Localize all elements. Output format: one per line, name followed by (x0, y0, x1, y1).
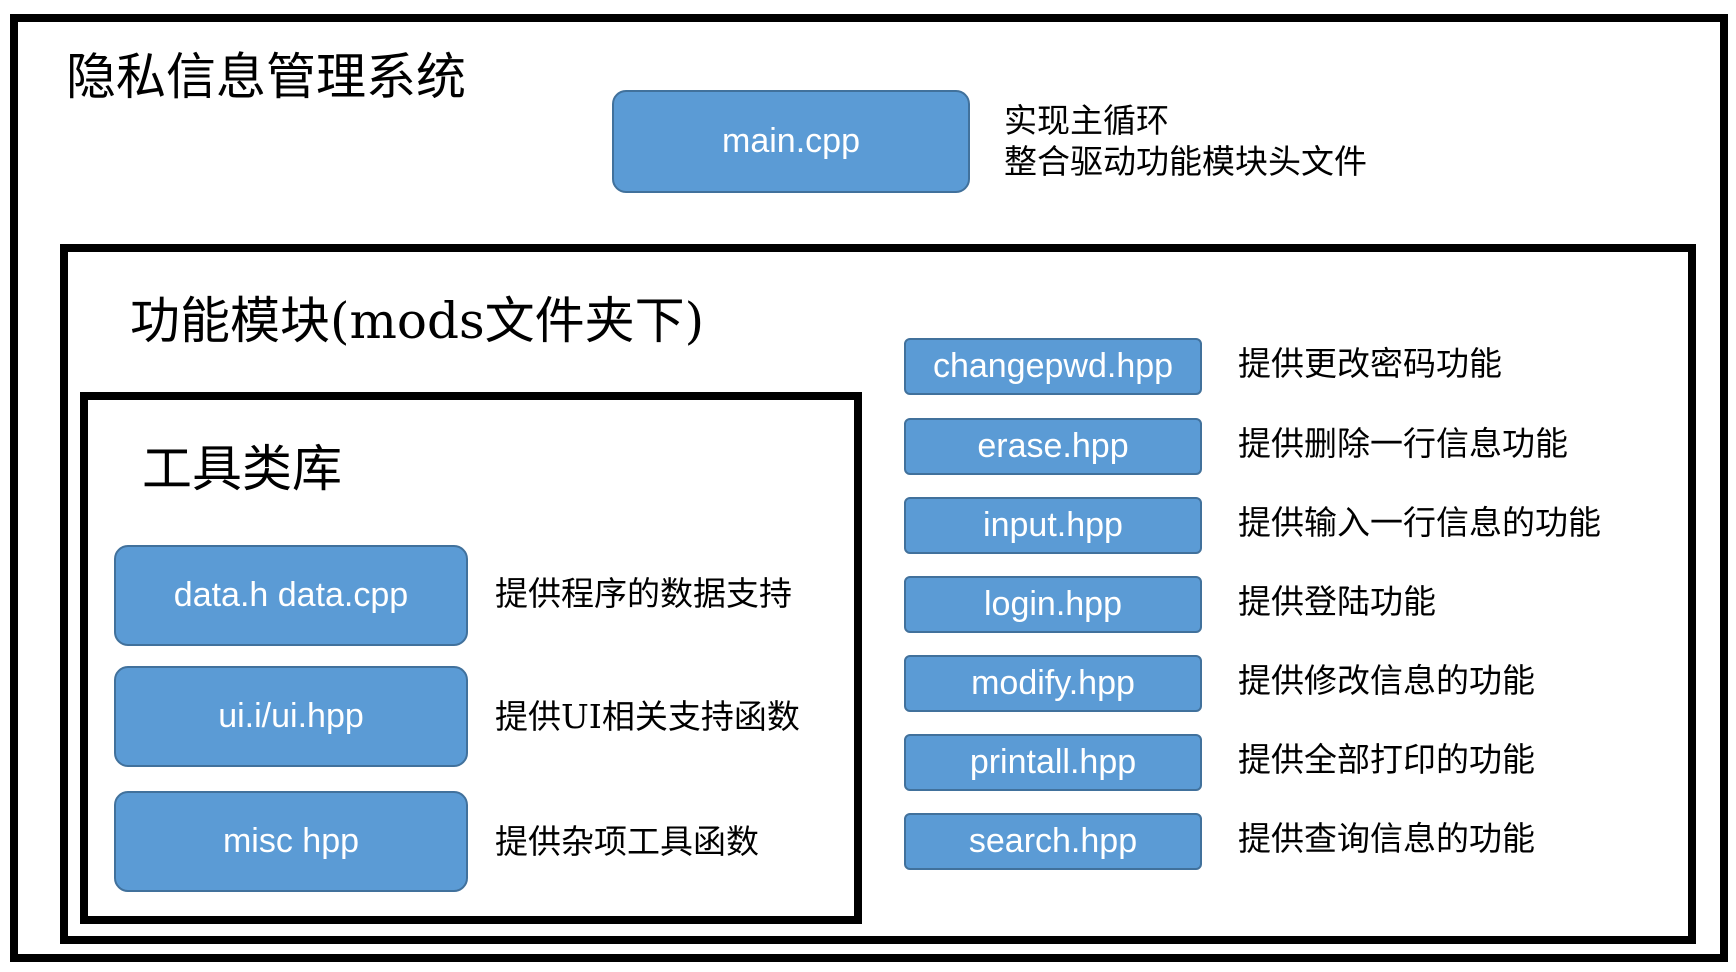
main-desc-line-2: 整合驱动功能模块头文件 (1004, 142, 1367, 182)
tool-desc-data: 提供程序的数据支持 (495, 574, 792, 613)
module-desc-modify: 提供修改信息的功能 (1238, 661, 1535, 700)
module-node-input: input.hpp (904, 497, 1202, 554)
tool-desc-misc: 提供杂项工具函数 (495, 822, 759, 861)
main-cpp-description: 实现主循环 整合驱动功能模块头文件 (1004, 100, 1367, 183)
main-cpp-node: main.cpp (612, 90, 970, 193)
module-desc-changepwd: 提供更改密码功能 (1238, 344, 1502, 383)
tool-node-misc: misc hpp (114, 791, 468, 892)
module-node-changepwd: changepwd.hpp (904, 338, 1202, 395)
module-desc-printall: 提供全部打印的功能 (1238, 740, 1535, 779)
modules-title: 功能模块(mods文件夹下) (130, 292, 705, 350)
module-node-printall: printall.hpp (904, 734, 1202, 791)
main-desc-line-1: 实现主循环 (1004, 101, 1169, 140)
tool-desc-ui: 提供UI相关支持函数 (495, 697, 800, 736)
module-node-erase: erase.hpp (904, 418, 1202, 475)
tool-node-ui: ui.i/ui.hpp (114, 666, 468, 767)
module-node-search: search.hpp (904, 813, 1202, 870)
module-desc-login: 提供登陆功能 (1238, 582, 1436, 621)
module-node-modify: modify.hpp (904, 655, 1202, 712)
module-desc-input: 提供输入一行信息的功能 (1238, 503, 1601, 542)
module-desc-search: 提供查询信息的功能 (1238, 819, 1535, 858)
system-title: 隐私信息管理系统 (66, 48, 466, 106)
module-desc-erase: 提供删除一行信息功能 (1238, 424, 1568, 463)
tool-node-data: data.h data.cpp (114, 545, 468, 646)
tools-title: 工具类库 (142, 440, 342, 498)
module-node-login: login.hpp (904, 576, 1202, 633)
